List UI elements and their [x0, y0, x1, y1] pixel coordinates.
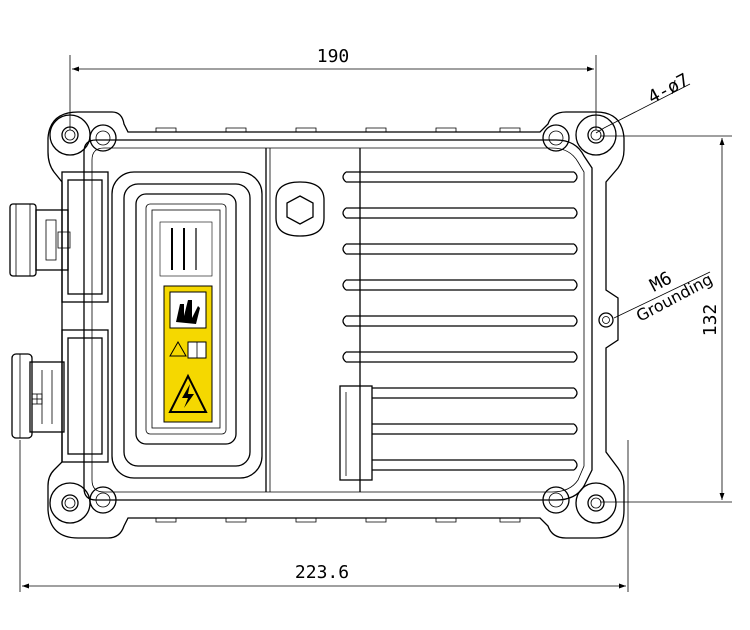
mounting-hole-top-right — [542, 114, 617, 156]
label-window — [111, 171, 263, 479]
grounding-hole — [598, 312, 614, 328]
housing — [47, 111, 625, 539]
mounting-hole-bottom-left — [49, 482, 117, 524]
high-voltage-icon — [168, 373, 208, 413]
dim-223-label: 223.6 — [295, 562, 349, 583]
dimension-top-width: 190 — [69, 46, 597, 130]
dimension-height: 132 — [600, 135, 732, 503]
hand-hazard-icon — [169, 291, 207, 329]
cooling-fins — [339, 171, 578, 481]
connector-lower — [11, 329, 109, 463]
dim-132-label: 132 — [700, 304, 721, 337]
dim-190-label: 190 — [317, 46, 350, 67]
mounting-hole-bottom-right — [542, 482, 617, 524]
dimension-overall-width: 223.6 — [19, 440, 629, 592]
manual-icon — [169, 340, 207, 359]
mounting-hole-top-left — [49, 114, 117, 156]
connector-upper — [9, 171, 109, 303]
hole-callout-label: 4-ø7 — [644, 70, 692, 109]
mounting-holes — [49, 114, 617, 524]
label-text-block — [159, 221, 213, 277]
warning-label — [163, 285, 213, 423]
vent-plug — [275, 181, 325, 237]
hole-callout: 4-ø7 — [595, 70, 693, 134]
